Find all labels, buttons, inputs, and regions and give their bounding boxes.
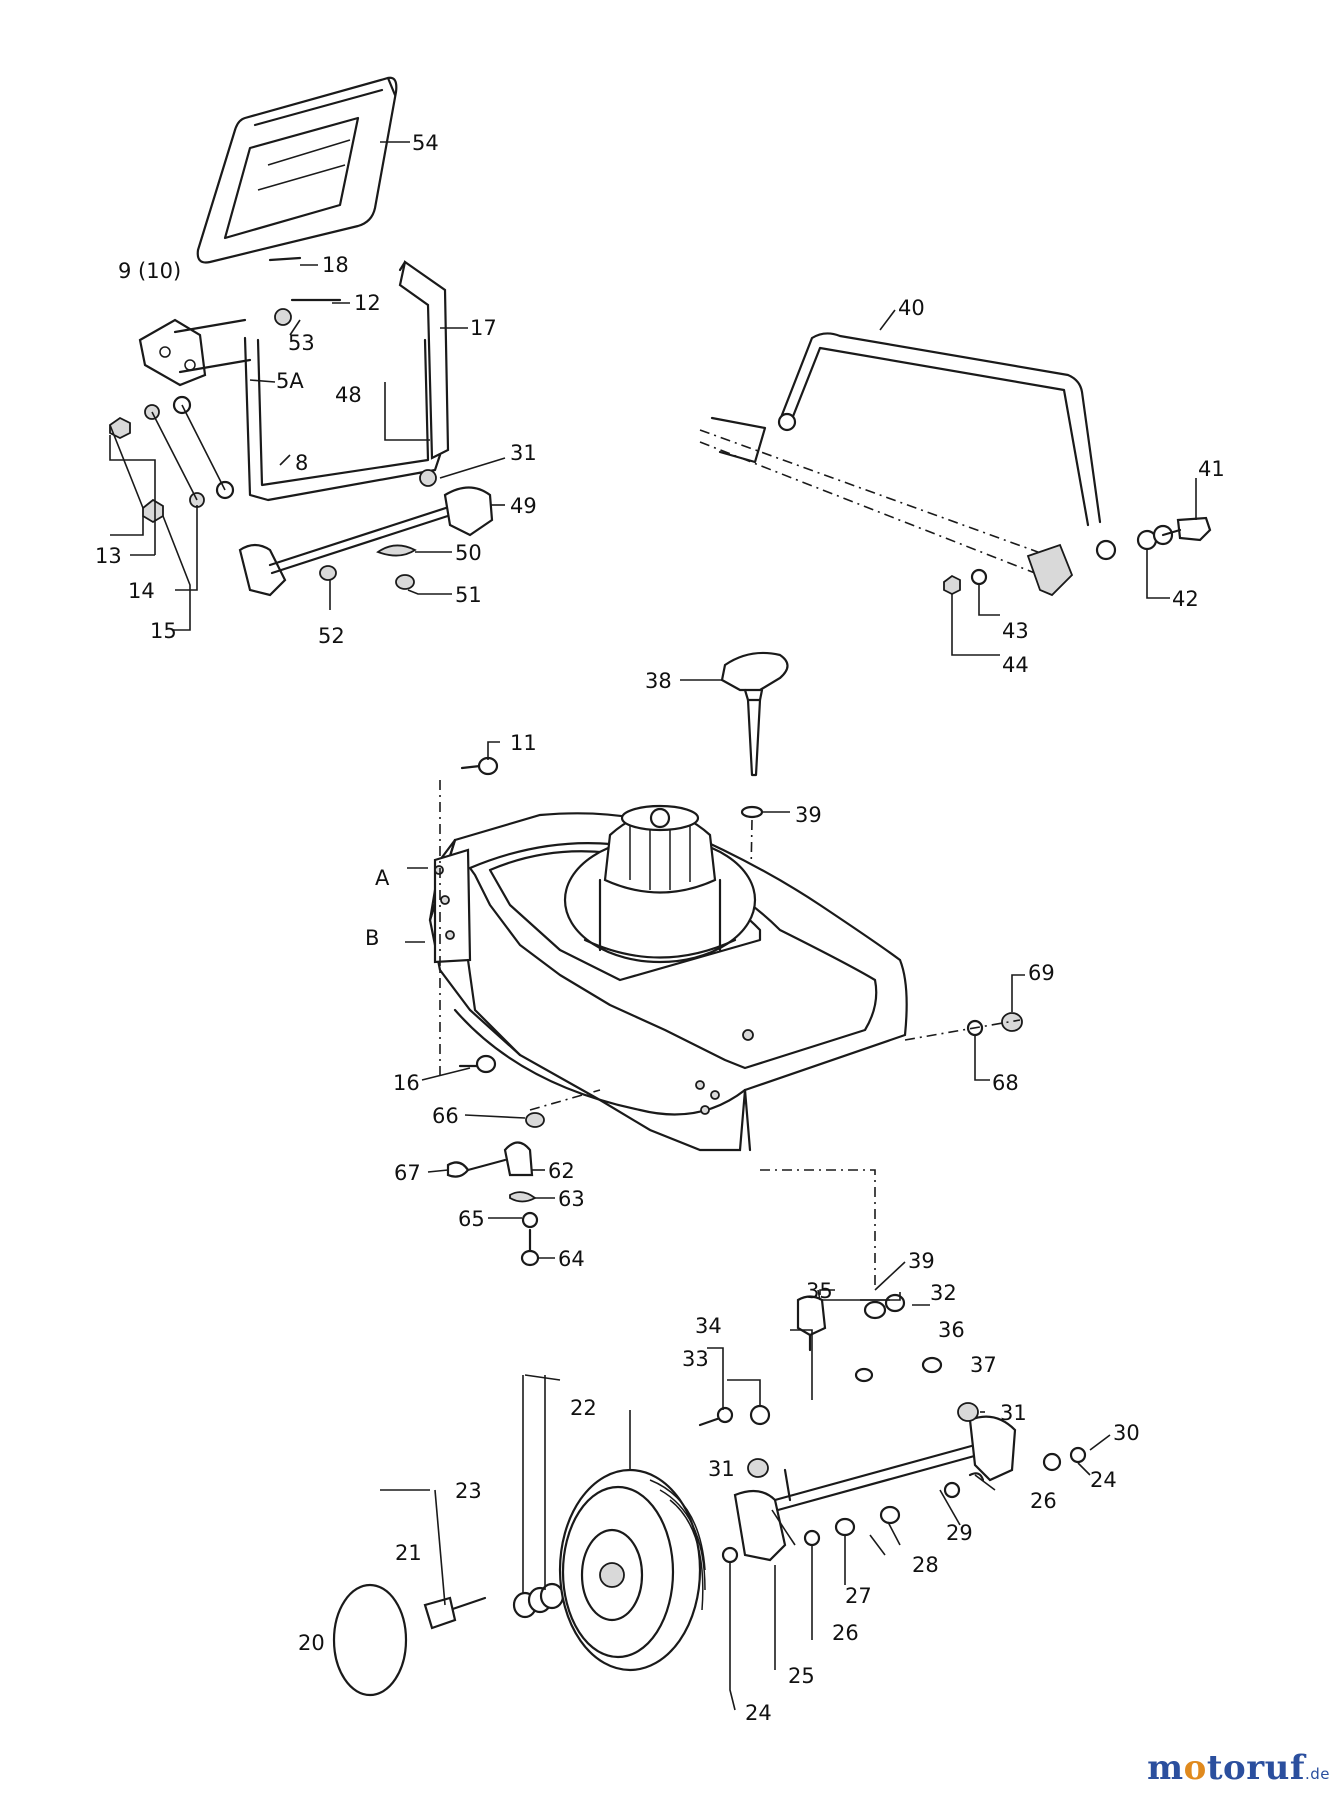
label-33: 33: [682, 1347, 709, 1371]
label-66: 66: [432, 1104, 459, 1128]
label-52: 52: [318, 624, 345, 648]
label-27: 27: [845, 1584, 872, 1608]
part-labels: 54 9 (10) 18 12 17 53 5A 48 8 31 49 50 5…: [95, 131, 1225, 1725]
label-8: 8: [295, 451, 308, 475]
label-64: 64: [558, 1247, 585, 1271]
leader-lines: [109, 141, 1197, 1711]
label-15: 15: [150, 619, 177, 643]
label-24b: 24: [745, 1701, 772, 1725]
label-37: 37: [970, 1353, 997, 1377]
label-36: 36: [938, 1318, 965, 1342]
grass-catcher-bag: [196, 76, 398, 264]
motor: [563, 804, 757, 964]
catcher-frame: [138, 260, 450, 502]
label-32: 32: [930, 1281, 957, 1305]
label-38: 38: [645, 669, 672, 693]
label-11: 11: [510, 731, 537, 755]
label-20: 20: [298, 1631, 325, 1655]
label-63: 63: [558, 1187, 585, 1211]
logo-text-o: o: [1183, 1748, 1207, 1788]
label-30: 30: [1113, 1421, 1140, 1445]
label-5a: 5A: [276, 369, 304, 393]
label-65: 65: [458, 1207, 485, 1231]
label-40: 40: [898, 296, 925, 320]
label-31c: 31: [708, 1457, 735, 1481]
label-39b: 39: [908, 1249, 935, 1273]
mower-deck: [428, 804, 908, 1152]
label-48: 48: [335, 383, 362, 407]
label-53: 53: [288, 331, 315, 355]
motoruf-logo: motoruf.de: [1147, 1748, 1330, 1788]
label-41: 41: [1198, 457, 1225, 481]
label-39a: 39: [795, 803, 822, 827]
label-44: 44: [1002, 653, 1029, 677]
label-42: 42: [1172, 587, 1199, 611]
label-a: A: [375, 866, 390, 890]
label-13: 13: [95, 544, 122, 568]
label-28: 28: [912, 1553, 939, 1577]
handle-assembly: [699, 332, 1212, 597]
label-17: 17: [470, 316, 497, 340]
logo-text-end: toruf: [1206, 1748, 1305, 1788]
deck-hardware: [439, 756, 1023, 1075]
label-9-10: 9 (10): [118, 259, 181, 283]
label-23: 23: [455, 1479, 482, 1503]
label-25: 25: [788, 1664, 815, 1688]
label-62: 62: [548, 1159, 575, 1183]
label-54: 54: [412, 131, 439, 155]
label-26a: 26: [1030, 1489, 1057, 1513]
label-12: 12: [354, 291, 381, 315]
label-50: 50: [455, 541, 482, 565]
label-b: B: [365, 926, 379, 950]
wheel-assembly: [332, 1169, 1087, 1697]
label-16: 16: [393, 1071, 420, 1095]
rear-axle-assembly: [238, 469, 494, 597]
label-68: 68: [992, 1071, 1019, 1095]
label-26b: 26: [832, 1621, 859, 1645]
label-69: 69: [1028, 961, 1055, 985]
label-31b: 31: [1000, 1401, 1027, 1425]
label-34: 34: [695, 1314, 722, 1338]
label-51: 51: [455, 583, 482, 607]
side-hardware: [446, 1089, 601, 1267]
label-22: 22: [570, 1396, 597, 1420]
logo-text-start: m: [1147, 1748, 1184, 1788]
frame-hardware: [109, 256, 342, 524]
label-35: 35: [806, 1279, 833, 1303]
label-24a: 24: [1090, 1468, 1117, 1492]
label-67: 67: [394, 1161, 421, 1185]
label-14: 14: [128, 579, 155, 603]
label-18: 18: [322, 253, 349, 277]
label-43: 43: [1002, 619, 1029, 643]
label-21: 21: [395, 1541, 422, 1565]
label-31a: 31: [510, 441, 537, 465]
logo-tld: .de: [1304, 1765, 1330, 1783]
label-49: 49: [510, 494, 537, 518]
label-29: 29: [946, 1521, 973, 1545]
